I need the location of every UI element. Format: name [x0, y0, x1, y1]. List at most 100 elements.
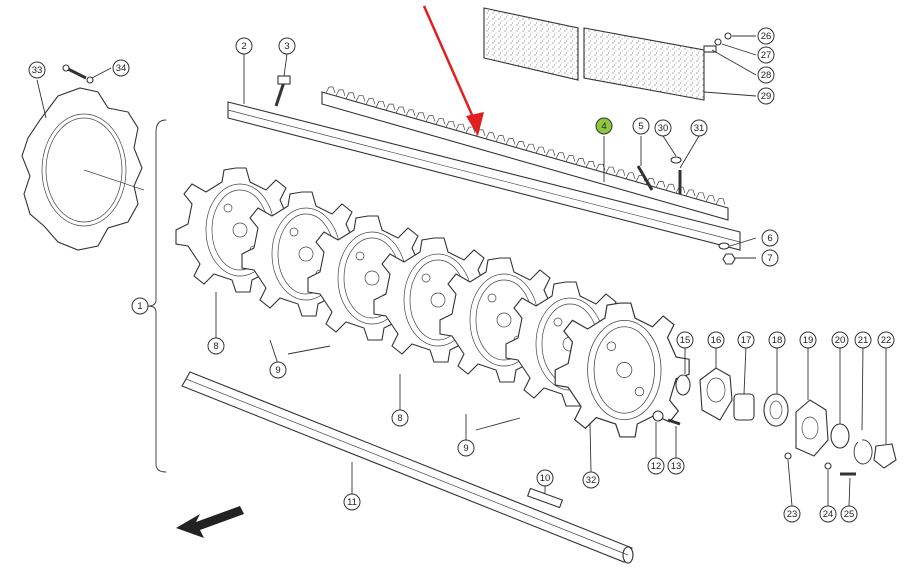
callout-29: 29 — [757, 87, 775, 105]
wear-plate-panels — [483, 7, 705, 101]
callout-circle — [632, 117, 650, 135]
callout-number: 29 — [761, 91, 772, 102]
callout-19: 19 — [799, 331, 817, 349]
callout-circle — [757, 27, 775, 45]
callout-circle — [757, 87, 775, 105]
callout-18: 18 — [768, 331, 786, 349]
callout-circle — [768, 331, 786, 349]
small-hardware — [636, 32, 736, 265]
callout-17: 17 — [737, 331, 755, 349]
callout-number: 1 — [137, 301, 142, 312]
callout-number: 25 — [844, 509, 855, 520]
callout-12: 12 — [647, 457, 665, 475]
callout-28: 28 — [757, 66, 775, 84]
callout-number: 15 — [680, 335, 691, 346]
callout-30: 30 — [654, 119, 672, 137]
callout-circle — [269, 361, 287, 379]
callout-4: 4 — [595, 117, 613, 135]
callout-9: 9 — [269, 361, 287, 379]
callout-3: 3 — [278, 37, 296, 55]
callout-21: 21 — [854, 331, 872, 349]
callout-number: 31 — [694, 123, 705, 134]
callout-number: 9 — [463, 443, 468, 454]
callout-circle — [457, 439, 475, 457]
callout-circle — [799, 331, 817, 349]
callout-circle — [667, 457, 685, 475]
callout-number: 22 — [881, 335, 892, 346]
callout-8: 8 — [391, 409, 409, 427]
callout-22: 22 — [877, 331, 895, 349]
callout-circle — [757, 46, 775, 64]
callout-number: 30 — [658, 123, 669, 134]
callout-circle — [28, 61, 46, 79]
toothed-bar-4 — [321, 86, 729, 221]
callout-32: 32 — [582, 471, 600, 489]
callout-circle — [595, 117, 613, 135]
callout-number: 11 — [347, 497, 357, 508]
callout-26: 26 — [757, 27, 775, 45]
callout-1: 1 — [131, 297, 149, 315]
callout-13: 13 — [667, 457, 685, 475]
callout-number: 18 — [772, 335, 783, 346]
callout-25: 25 — [840, 505, 858, 523]
callout-circle — [757, 66, 775, 84]
callout-number: 32 — [586, 475, 597, 486]
callout-number: 21 — [858, 335, 869, 346]
callout-number: 19 — [803, 335, 814, 346]
leader-lines — [36, 35, 887, 507]
callout-circle — [131, 297, 149, 315]
callout-circle — [877, 331, 895, 349]
callout-16: 16 — [707, 331, 725, 349]
callout-number: 26 — [761, 31, 772, 42]
callout-number: 2 — [241, 41, 246, 52]
callout-circle — [690, 119, 708, 137]
group-bracket-1 — [147, 119, 167, 473]
callout-31: 31 — [690, 119, 708, 137]
callout-circle — [235, 37, 253, 55]
callout-circle — [854, 331, 872, 349]
callout-circle — [536, 469, 554, 487]
callout-number: 34 — [116, 63, 127, 74]
callout-number: 20 — [835, 335, 846, 346]
callout-circle — [783, 505, 801, 523]
callout-8: 8 — [207, 337, 225, 355]
callout-23: 23 — [783, 505, 801, 523]
callout-number: 8 — [213, 341, 218, 352]
key-10 — [526, 487, 564, 509]
callout-24: 24 — [819, 505, 837, 523]
callout-circle — [840, 505, 858, 523]
callout-circle — [676, 331, 694, 349]
callout-circle — [819, 505, 837, 523]
callout-number: 7 — [767, 253, 772, 264]
callout-number: 4 — [601, 121, 606, 132]
callout-circle — [761, 229, 779, 247]
callout-circle — [737, 331, 755, 349]
callout-number: 17 — [741, 335, 752, 346]
bolt-3 — [274, 75, 291, 107]
callout-5: 5 — [632, 117, 650, 135]
callout-number: 24 — [823, 509, 834, 520]
callout-circle — [707, 331, 725, 349]
callout-number: 9 — [275, 365, 280, 376]
callout-number: 23 — [787, 509, 798, 520]
bracket-angle-2 — [227, 101, 741, 251]
callout-10: 10 — [536, 469, 554, 487]
callout-circle — [391, 409, 409, 427]
highlight-arrow — [422, 5, 484, 136]
end-flange-33 — [21, 87, 145, 251]
callout-number: 5 — [638, 121, 643, 132]
callout-number: 33 — [32, 65, 43, 76]
callout-11: 11 — [343, 493, 361, 511]
callout-circle — [831, 331, 849, 349]
callout-circle — [278, 37, 296, 55]
callout-15: 15 — [676, 331, 694, 349]
callout-33: 33 — [28, 61, 46, 79]
callout-circle — [207, 337, 225, 355]
direction-arrow — [176, 506, 244, 538]
callout-6: 6 — [761, 229, 779, 247]
callout-number: 3 — [284, 41, 289, 52]
callout-number: 12 — [651, 461, 662, 472]
